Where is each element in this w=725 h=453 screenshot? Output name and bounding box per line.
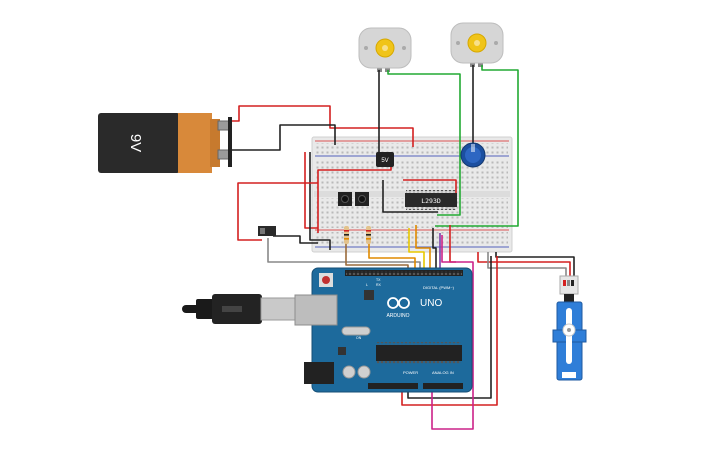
push-button-2 (355, 192, 369, 206)
wire-black-a (432, 228, 437, 271)
wire-yellow (408, 228, 425, 271)
on-label: ON (356, 336, 362, 340)
battery-label: 9V (127, 134, 144, 152)
wire-bottom-magenta (431, 290, 474, 430)
potentiometer (460, 142, 486, 168)
arduino-logo-icon (387, 297, 410, 309)
digital-header-label: DIGITAL (PWM~) (423, 285, 455, 290)
wire-motor-left-b (387, 70, 461, 216)
wire-switch-out (273, 235, 318, 244)
usb-cable (182, 294, 298, 324)
motor-driver-label: L293D (421, 197, 441, 205)
dc-motor-left (358, 27, 412, 72)
arduino-brand: ARDUINO (386, 313, 409, 319)
breadboard (311, 136, 513, 253)
voltage-regulator: 5V (376, 152, 394, 167)
wire-bottom-red (401, 256, 498, 406)
tx-label: TX (376, 278, 381, 282)
rx-label: RX (376, 283, 382, 287)
wire-switch-gray (267, 238, 421, 268)
arduino-model: UNO (420, 298, 442, 309)
regulator-label: 5V (381, 158, 388, 164)
wire-servo-red (477, 252, 571, 278)
wire-red-bus (304, 152, 318, 229)
wire-orange (415, 225, 431, 271)
l-label: L (366, 283, 368, 287)
wire-battery-negative (232, 124, 336, 151)
wire-black-bus (309, 152, 331, 250)
wire-servo-gray (487, 252, 567, 278)
push-button-1 (338, 192, 352, 206)
wire-servo-black (495, 252, 575, 278)
resistor-2 (366, 226, 371, 244)
servo-motor (552, 275, 587, 381)
resistor-1 (344, 226, 349, 244)
wire-motor-right-b (435, 65, 519, 227)
analog-header-label: ANALOG IN (432, 370, 454, 375)
wire-battery-positive (232, 105, 414, 147)
slide-switch (258, 226, 276, 236)
wire-regulator-out (317, 166, 392, 233)
wire-switch-feed (237, 182, 318, 241)
wire-button-2 (368, 237, 416, 271)
arduino-uno: ARDUINO UNO DIGITAL (PWM~) POWER ANALOG … (294, 267, 473, 393)
wire-magenta-top (441, 235, 474, 290)
dc-motor-right (450, 22, 504, 67)
motor-driver-chip: L293D (405, 190, 457, 210)
power-header-label: POWER (403, 370, 418, 375)
battery-9v: 9V (98, 113, 232, 173)
wire-driver-ground (382, 180, 438, 213)
